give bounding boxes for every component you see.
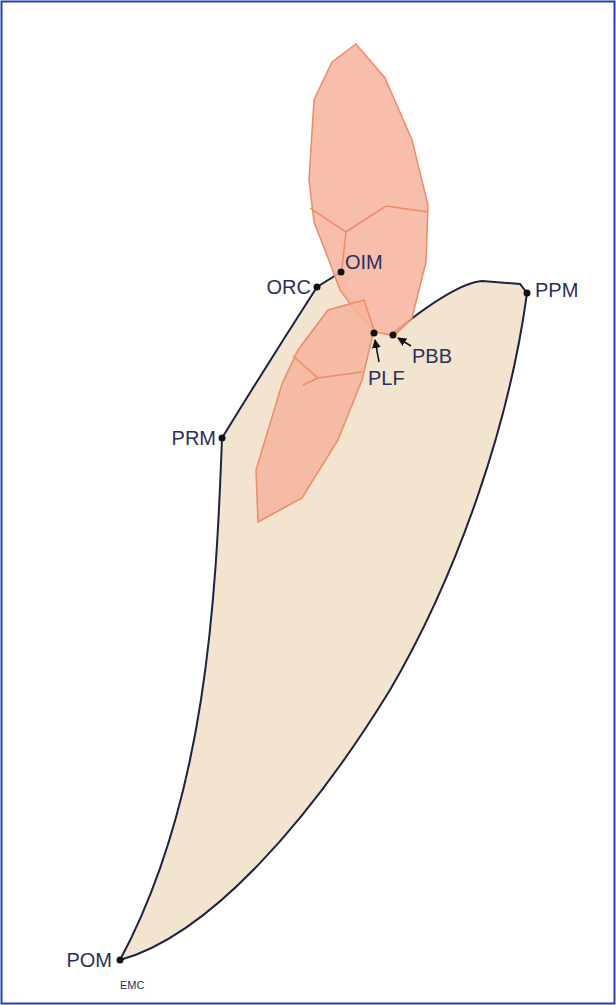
landmark-label: PPM bbox=[535, 280, 578, 300]
point bbox=[338, 269, 345, 276]
landmark-points bbox=[117, 269, 531, 964]
point bbox=[371, 330, 378, 337]
landmark-label: PLF bbox=[368, 368, 405, 388]
landmark-label: ORC bbox=[267, 277, 311, 297]
small-mark: EMC bbox=[120, 980, 144, 991]
point bbox=[314, 284, 321, 291]
landmark-label: PRM bbox=[172, 428, 216, 448]
landmark-label: PBB bbox=[412, 346, 452, 366]
bone-fill bbox=[120, 272, 527, 960]
lower-incisor-cej bbox=[293, 356, 362, 385]
point bbox=[390, 332, 397, 339]
landmark-label: OIM bbox=[345, 252, 383, 272]
point bbox=[524, 290, 531, 297]
upper-incisor bbox=[309, 44, 428, 336]
point bbox=[219, 435, 226, 442]
leader-arrow bbox=[398, 338, 411, 346]
landmark-label: POM bbox=[66, 950, 112, 970]
leader-arrow bbox=[375, 340, 379, 362]
lower-incisor bbox=[256, 300, 374, 522]
point bbox=[117, 957, 124, 964]
bone-outline bbox=[120, 272, 527, 960]
